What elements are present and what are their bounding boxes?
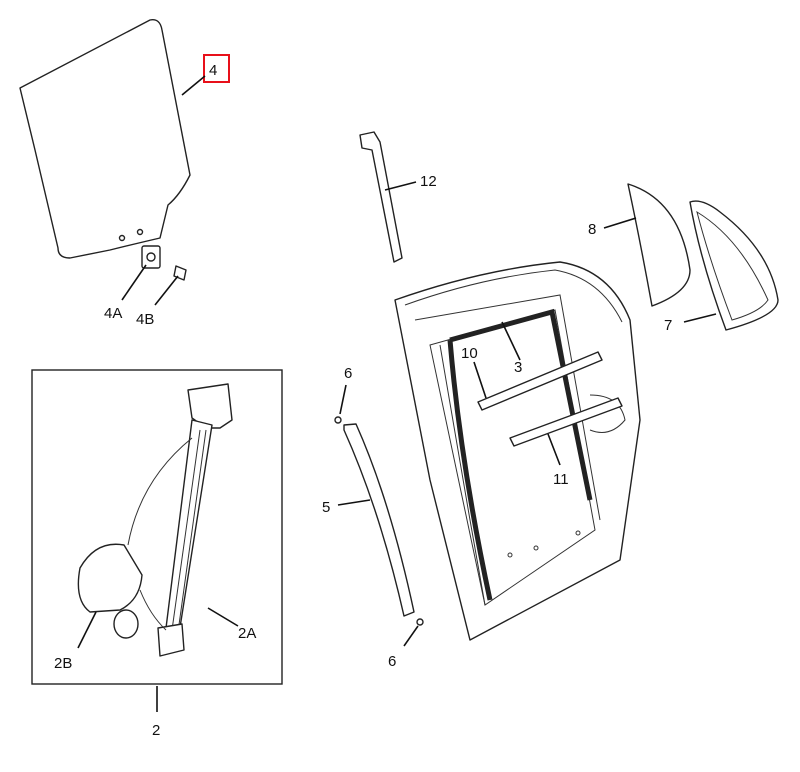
callout-4a: 4A: [104, 305, 122, 322]
fixed-glass-seal[interactable]: [689, 200, 779, 331]
window-regulator[interactable]: [127, 383, 233, 657]
callout-3: 3: [514, 359, 522, 376]
glass-run-channel[interactable]: [447, 308, 593, 601]
callout-2a: 2A: [238, 625, 256, 642]
callout-6-bottom: 6: [388, 653, 396, 670]
callout-2: 2: [152, 722, 160, 739]
callout-8: 8: [588, 221, 596, 238]
callout-5: 5: [322, 499, 330, 516]
inner-belt-strip[interactable]: [477, 351, 603, 411]
callout-4: 4: [209, 62, 217, 79]
regulator-assembly-box[interactable]: [31, 369, 283, 685]
callout-11: 11: [553, 471, 569, 488]
callout-12: 12: [420, 173, 437, 190]
regulator-motor[interactable]: [77, 543, 143, 639]
rear-door-shell[interactable]: [394, 261, 641, 641]
callout-2b: 2B: [54, 655, 72, 672]
callout-4b: 4B: [136, 311, 154, 328]
glass-clip[interactable]: [141, 245, 161, 269]
callout-10: 10: [461, 345, 478, 362]
front-channel[interactable]: [343, 423, 415, 617]
highlight-box: [203, 54, 230, 83]
screw-top[interactable]: [334, 416, 342, 424]
rear-channel[interactable]: [359, 131, 403, 263]
outer-belt-strip[interactable]: [509, 397, 623, 447]
door-glass[interactable]: [19, 19, 191, 259]
callout-7: 7: [664, 317, 672, 334]
callout-6-top: 6: [344, 365, 352, 382]
fixed-glass[interactable]: [627, 183, 691, 307]
screw-bottom[interactable]: [416, 618, 424, 626]
